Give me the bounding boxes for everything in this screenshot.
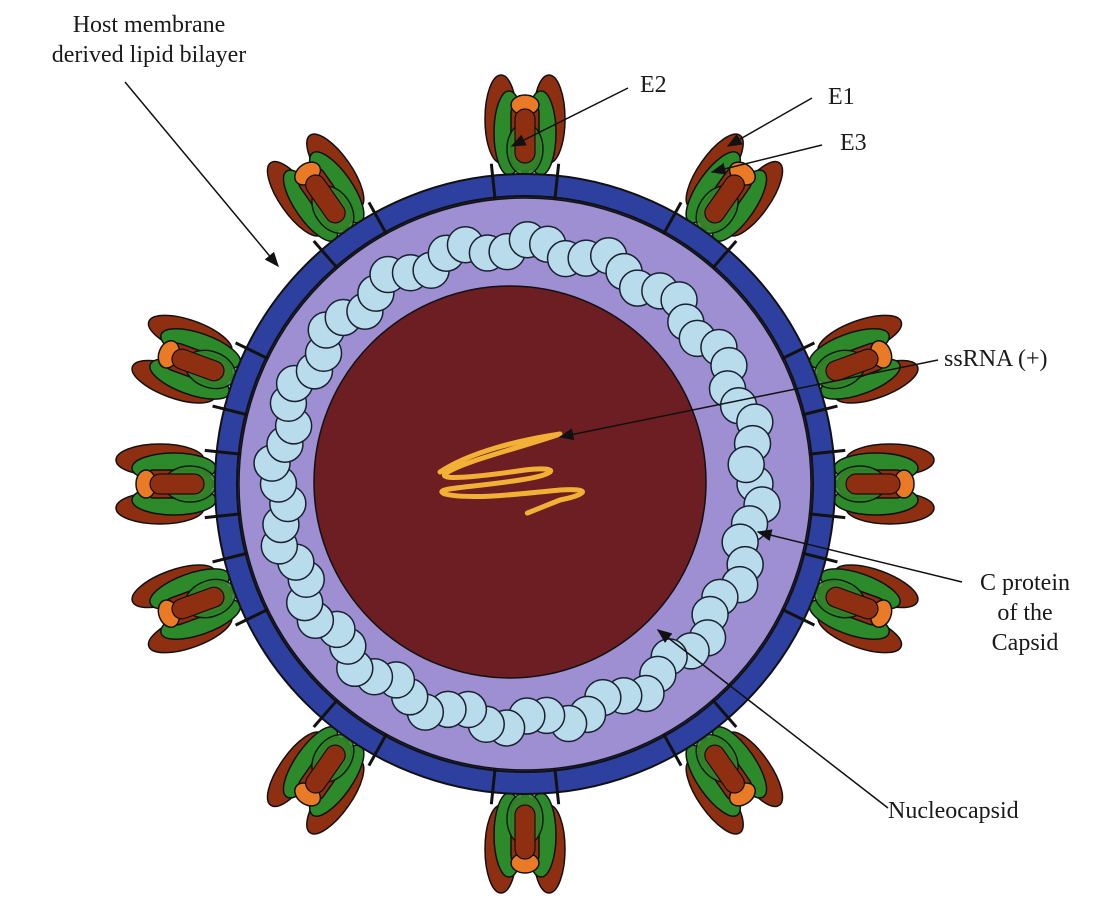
label-c-protein: C protein of the Capsid bbox=[970, 568, 1080, 658]
label-e3: E3 bbox=[840, 128, 867, 158]
label-c-protein-line2: of the bbox=[970, 598, 1080, 628]
leader-e1 bbox=[728, 98, 812, 146]
label-host-line2: derived lipid bilayer bbox=[4, 40, 294, 70]
leader-host-membrane bbox=[125, 82, 278, 266]
label-host-line1: Host membrane bbox=[4, 10, 294, 40]
capsid-protein-icon bbox=[728, 446, 764, 482]
label-host-membrane: Host membrane derived lipid bilayer bbox=[4, 10, 294, 70]
label-e1: E1 bbox=[828, 82, 855, 112]
label-c-protein-line1: C protein bbox=[970, 568, 1080, 598]
label-nucleocapsid: Nucleocapsid bbox=[888, 796, 1019, 826]
label-c-protein-line3: Capsid bbox=[970, 628, 1080, 658]
label-ssrna: ssRNA (+) bbox=[944, 344, 1048, 374]
label-e2: E2 bbox=[640, 70, 667, 100]
